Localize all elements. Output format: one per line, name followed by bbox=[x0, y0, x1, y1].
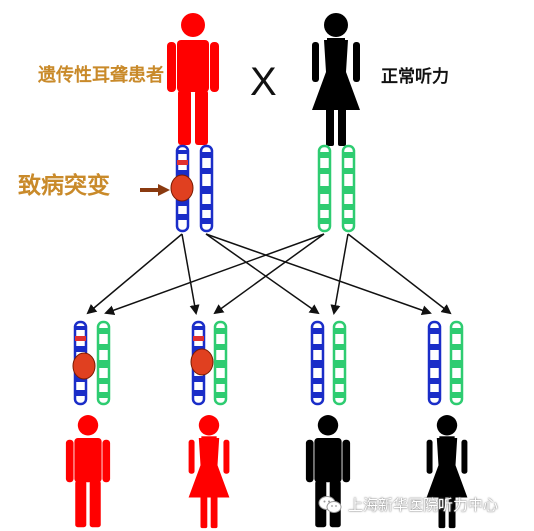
child-3-chromosomes bbox=[310, 320, 347, 406]
affected-parent-label: 遗传性耳聋患者 bbox=[38, 65, 164, 86]
child-1-chromosomes bbox=[72, 320, 111, 406]
mutation-label: 致病突变 bbox=[18, 173, 110, 199]
mutation-pointer-arrow bbox=[140, 184, 170, 196]
wechat-icon bbox=[318, 495, 342, 513]
watermark: 上海新华医院听力中心 bbox=[318, 494, 498, 515]
watermark-text: 上海新华医院听力中心 bbox=[348, 496, 499, 514]
normal-mother-figure bbox=[312, 13, 360, 146]
affected-father-figure bbox=[167, 13, 219, 145]
child-affected-son-figure bbox=[65, 415, 111, 528]
child-4-chromosomes bbox=[427, 320, 464, 406]
child-2-chromosomes bbox=[190, 320, 228, 406]
inheritance-arrows bbox=[86, 233, 452, 316]
father-chromosome-pair bbox=[170, 144, 214, 233]
child-affected-daughter-figure bbox=[188, 415, 230, 529]
mother-chromosome-pair bbox=[317, 144, 356, 233]
cross-symbol: X bbox=[250, 60, 277, 104]
normal-parent-label: 正常听力 bbox=[381, 67, 449, 87]
